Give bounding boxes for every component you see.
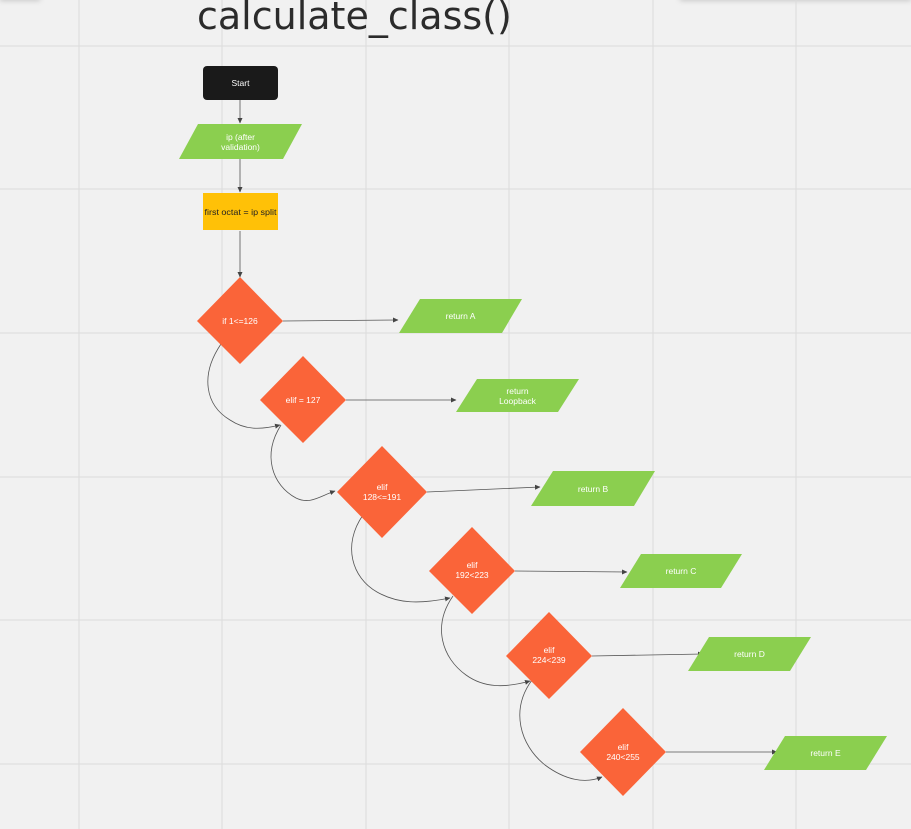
decision-node-1[interactable]: if 1<=126 [197, 277, 283, 364]
connectors [207, 100, 778, 782]
output-return-a-label: return A [446, 311, 476, 321]
decision-node-3[interactable]: elif 128<=191 [337, 446, 427, 538]
output-return-b[interactable]: return B [531, 471, 655, 506]
output-return-b-label: return B [578, 484, 609, 494]
decision-3-label-line1: elif [377, 482, 389, 492]
decision-5-label-line2: 224<239 [532, 655, 566, 665]
output-return-d-label: return D [734, 649, 765, 659]
decision-2-label: elif = 127 [286, 395, 321, 405]
start-label: Start [232, 78, 251, 88]
connector-decision4-return-c [514, 569, 628, 575]
output-return-e-label: return E [810, 748, 841, 758]
decision-4-label-line2: 192<223 [455, 570, 489, 580]
connector-decision5-decision6 [519, 679, 603, 782]
output-return-loopback-line1: return [506, 386, 528, 396]
connector-decision1-decision2 [207, 343, 281, 429]
output-return-c-label: return C [666, 566, 697, 576]
output-return-e[interactable]: return E [764, 736, 887, 770]
output-return-d[interactable]: return D [688, 637, 811, 671]
decision-5-label-line1: elif [544, 645, 556, 655]
connector-decision4-decision5 [441, 595, 531, 687]
decision-6-label-line1: elif [618, 742, 630, 752]
decision-6-label-line2: 240<255 [606, 752, 640, 762]
process-label: first octat = ip split [205, 207, 278, 217]
start-node[interactable]: Start [203, 66, 278, 100]
input-label-line2: validation) [221, 142, 260, 152]
output-return-c[interactable]: return C [620, 554, 742, 588]
input-node[interactable]: ip (after validation) [179, 124, 302, 159]
decision-node-2[interactable]: elif = 127 [260, 356, 346, 443]
connector-decision1-return-a [282, 317, 399, 323]
connector-decision5-return-d [591, 651, 704, 657]
output-return-loopback-line2: Loopback [499, 396, 537, 406]
decision-node-6[interactable]: elif 240<255 [580, 708, 666, 796]
connector-decision2-decision3 [270, 424, 336, 501]
decision-3-label-line2: 128<=191 [363, 492, 402, 502]
output-return-a[interactable]: return A [399, 299, 522, 333]
page-title: calculate_class() [197, 0, 512, 38]
decision-node-5[interactable]: elif 224<239 [506, 612, 592, 699]
decision-1-label: if 1<=126 [222, 316, 258, 326]
output-return-loopback[interactable]: return Loopback [456, 379, 579, 412]
connector-decision3-decision4 [351, 514, 451, 603]
connector-decision3-return-b [426, 484, 541, 493]
decision-node-4[interactable]: elif 192<223 [429, 527, 515, 614]
input-label-line1: ip (after [226, 132, 255, 142]
process-node[interactable]: first octat = ip split [203, 193, 278, 230]
decision-4-label-line1: elif [467, 560, 479, 570]
